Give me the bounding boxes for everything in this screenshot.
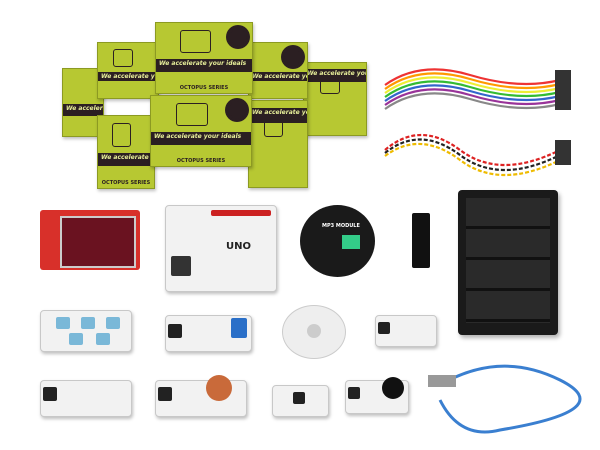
battery-holder (458, 190, 558, 335)
gas-sensor-module (155, 375, 247, 417)
relay-module (165, 315, 252, 352)
usb-serial-module (412, 213, 430, 268)
small-module (272, 385, 329, 417)
button-module (40, 310, 132, 352)
octopus-box: We accelerate your ideals (248, 100, 308, 188)
sensor-module (375, 315, 437, 347)
octopus-box: We accelerate your ideals (303, 62, 367, 136)
uno-board: UNO (165, 205, 277, 292)
usb-plug (428, 375, 456, 387)
mp3-module: MP3 MODULE (300, 205, 375, 277)
rgb-led-module (282, 305, 346, 359)
buzzer-module (345, 377, 409, 414)
ir-module (40, 380, 132, 417)
lcd-module (40, 210, 140, 270)
